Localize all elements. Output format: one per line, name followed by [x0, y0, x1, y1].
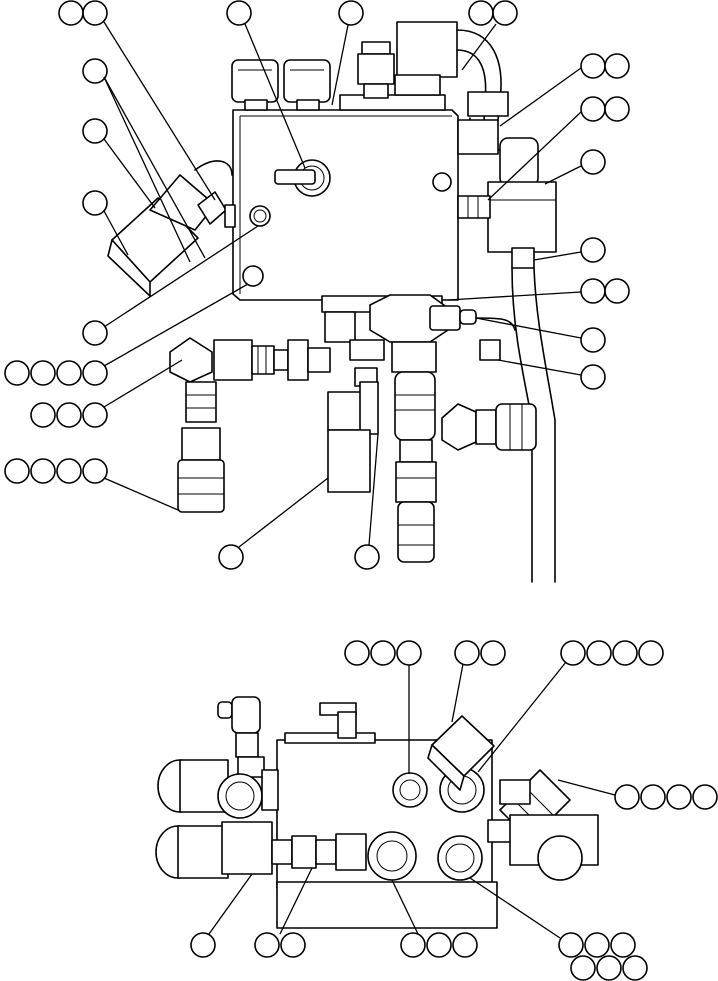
callout [596, 955, 622, 981]
callout [56, 458, 82, 484]
callout [82, 320, 108, 346]
main-valve-block [232, 94, 459, 301]
solenoid-coil-middle [283, 59, 331, 111]
callout [30, 402, 56, 428]
port-center-top [392, 772, 428, 808]
callout [82, 0, 108, 26]
callout [580, 327, 606, 353]
callout [82, 402, 108, 428]
left-hose-assembly [169, 337, 331, 513]
lower-fittings [321, 294, 516, 441]
callout [370, 640, 396, 666]
callout [226, 0, 252, 26]
callout [454, 640, 480, 666]
manual-override-knob [274, 159, 331, 197]
cylinder-upper-left [157, 759, 279, 819]
callout [586, 640, 612, 666]
cylinder-lower-left [155, 821, 367, 879]
callout [254, 932, 280, 958]
callout [396, 640, 422, 666]
callout [614, 784, 640, 810]
angled-solenoid [107, 160, 236, 297]
callout [400, 932, 426, 958]
callout [338, 0, 364, 26]
upper-callouts [4, 0, 630, 570]
lower-top-fittings [217, 696, 357, 778]
center-vertical-fitting [327, 367, 379, 493]
callout [58, 0, 84, 26]
callout [622, 955, 648, 981]
callout [82, 118, 108, 144]
callout [82, 458, 108, 484]
callout [426, 932, 452, 958]
lower-right-coupler [487, 769, 599, 881]
right-valve-assembly [457, 137, 557, 269]
lower-view [155, 640, 718, 981]
callout [4, 360, 30, 386]
callout [610, 932, 636, 958]
callout [56, 402, 82, 428]
callout [640, 784, 666, 810]
callout [468, 0, 494, 26]
plug-small [432, 172, 452, 192]
plug-left [249, 205, 271, 227]
callout [580, 96, 606, 122]
lower-leaders [208, 661, 616, 939]
top-fitting [357, 21, 509, 155]
callout [492, 0, 518, 26]
port-center-bottom [367, 831, 417, 881]
callout [666, 784, 692, 810]
callout [580, 53, 606, 79]
upper-view [4, 0, 630, 583]
callout [82, 360, 108, 386]
callout [354, 544, 380, 570]
lower-angled-solenoid [427, 715, 495, 791]
callout [190, 932, 216, 958]
right-coupler [441, 403, 537, 451]
callout [604, 53, 630, 79]
callout [30, 360, 56, 386]
bottom-coupler [395, 439, 437, 563]
callout [604, 96, 630, 122]
callout [30, 458, 56, 484]
callout [692, 784, 718, 810]
callout [280, 932, 306, 958]
callout [638, 640, 664, 666]
callout [580, 364, 606, 390]
callout [452, 932, 478, 958]
callout [82, 58, 108, 84]
lower-callouts [190, 640, 718, 981]
upper-leaders [103, 21, 582, 548]
callout [82, 190, 108, 216]
callout [218, 544, 244, 570]
callout [580, 237, 606, 263]
callout [584, 932, 610, 958]
callout [4, 458, 30, 484]
solenoid-coil-left [231, 59, 279, 111]
callout [480, 640, 506, 666]
callout [560, 640, 586, 666]
callout [344, 640, 370, 666]
callout [580, 149, 606, 175]
callout [612, 640, 638, 666]
callout [580, 278, 606, 304]
callout [56, 360, 82, 386]
callout [558, 932, 584, 958]
callout [570, 955, 596, 981]
port-right-bottom [437, 835, 483, 881]
callout [604, 278, 630, 304]
plug-bottom-left [242, 265, 264, 287]
